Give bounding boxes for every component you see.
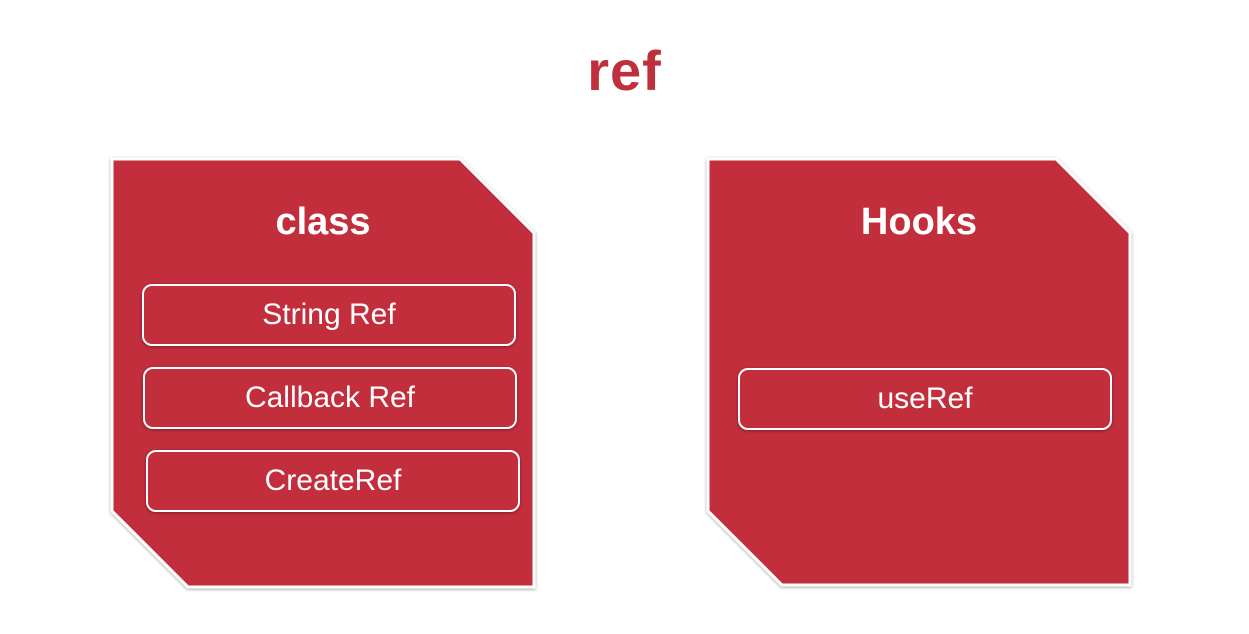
class-panel: class String Ref Callback Ref CreateRef	[110, 157, 536, 589]
diagram-title: ref	[587, 39, 662, 102]
use-ref-item[interactable]: useRef	[738, 368, 1112, 430]
class-heading: class	[275, 201, 371, 243]
create-ref-item[interactable]: CreateRef	[146, 450, 520, 512]
hooks-heading: Hooks	[860, 201, 978, 243]
string-ref-item[interactable]: String Ref	[142, 284, 516, 346]
hooks-panel: Hooks useRef	[706, 157, 1132, 589]
callback-ref-item[interactable]: Callback Ref	[143, 367, 517, 429]
